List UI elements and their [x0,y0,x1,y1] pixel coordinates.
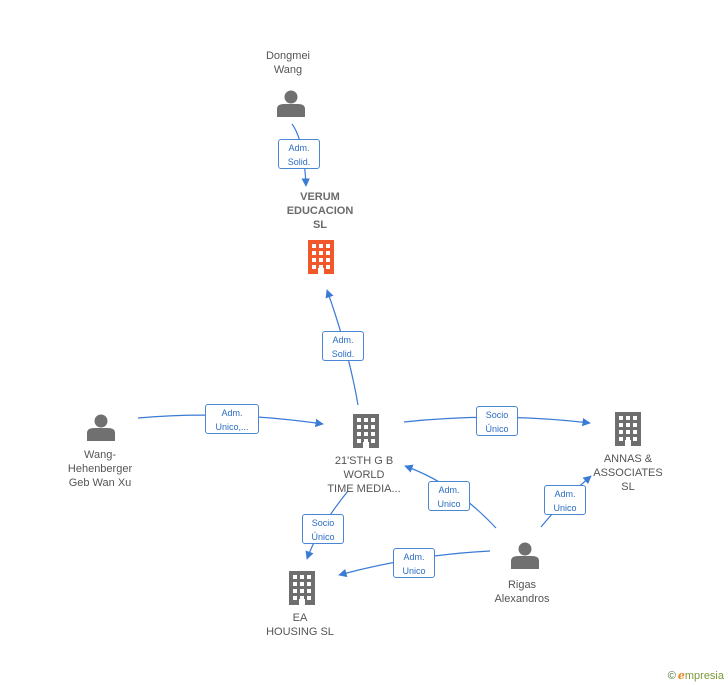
person-icon[interactable] [511,542,539,570]
building-icon[interactable] [308,240,334,274]
node-label-21sth-gb-world[interactable]: 21'STH G B WORLD TIME MEDIA... [314,454,414,496]
node-label-line: ASSOCIATES [593,467,663,479]
edge-label-line: Adm. [332,335,354,345]
edge-label-sth-ea[interactable]: Socio Único [302,514,344,544]
edge-label-rigas-annas[interactable]: Adm. Unico [544,485,586,515]
person-icon[interactable] [277,90,305,118]
node-label-line: WORLD [343,469,385,481]
edge-label-line: Adm. [288,143,310,153]
node-label-line: 21'STH G B [334,455,394,467]
copyright-symbol: © [667,670,676,682]
edge-label-wang-sth[interactable]: Adm. Unico,... [205,404,259,434]
node-label-ea-housing[interactable]: EA HOUSING SL [250,611,350,639]
building-icon[interactable] [289,571,315,605]
node-label-line: SL [312,219,328,231]
node-label-line: Hehenberger [67,463,133,475]
edge-label-line: Solid. [287,157,311,167]
node-label-line: Alexandros [494,593,550,605]
edge-label-line: Único [485,424,509,434]
edge-label-line: Unico [402,566,426,576]
edge-label-line: Adm. [403,552,425,562]
node-label-line: TIME MEDIA... [327,483,401,495]
node-label-verum-educacion[interactable]: VERUM EDUCACION SL [270,190,370,232]
edge-label-line: Unico [437,499,461,509]
edge-label-sth-annas[interactable]: Socio Único [476,406,518,436]
node-label-line: Wang- [84,449,116,461]
node-label-dongmei-wang[interactable]: Dongmei Wang [250,49,326,77]
node-label-line: VERUM [300,191,340,203]
node-label-line: HOUSING SL [266,626,334,638]
edge-label-line: Adm. [438,485,460,495]
edge-label-line: Socio [311,518,335,528]
node-label-line: Geb Wan Xu [68,477,132,489]
edge-label-line: Socio [485,410,509,420]
edge-label-line: Unico,... [215,422,249,432]
node-label-wang-hehenberger[interactable]: Wang- Hehenberger Geb Wan Xu [50,448,150,490]
node-label-line: EA [292,612,308,624]
edge-label-line: Adm. [221,408,243,418]
edge-label-line: Único [311,532,335,542]
node-label-rigas-alexandros[interactable]: Rigas Alexandros [472,578,572,606]
node-label-annas-associates[interactable]: ANNAS & ASSOCIATES SL [578,452,678,494]
edge-label-line: Adm. [554,489,576,499]
edge-label-line: Unico [553,503,577,513]
edge-label-line: Solid. [331,349,355,359]
edge-label-rigas-sth[interactable]: Adm. Unico [428,481,470,511]
empresia-watermark: ©empresia [668,669,724,682]
node-label-line: EDUCACION [286,205,354,217]
building-icon[interactable] [615,412,641,446]
person-icon[interactable] [87,414,115,442]
edge-label-sth-verum[interactable]: Adm. Solid. [322,331,364,361]
node-label-line: Wang [273,64,303,76]
empresia-logo-e: e [677,669,685,682]
node-label-line: Rigas [507,579,537,591]
edge-label-dongmei-verum[interactable]: Adm. Solid. [278,139,320,169]
empresia-logo-text: mpresia [684,670,724,682]
building-icon[interactable] [353,414,379,448]
edge-label-rigas-ea[interactable]: Adm. Unico [393,548,435,578]
node-label-line: Dongmei [265,50,311,62]
node-label-line: ANNAS & [603,453,653,465]
node-label-line: SL [621,481,635,493]
